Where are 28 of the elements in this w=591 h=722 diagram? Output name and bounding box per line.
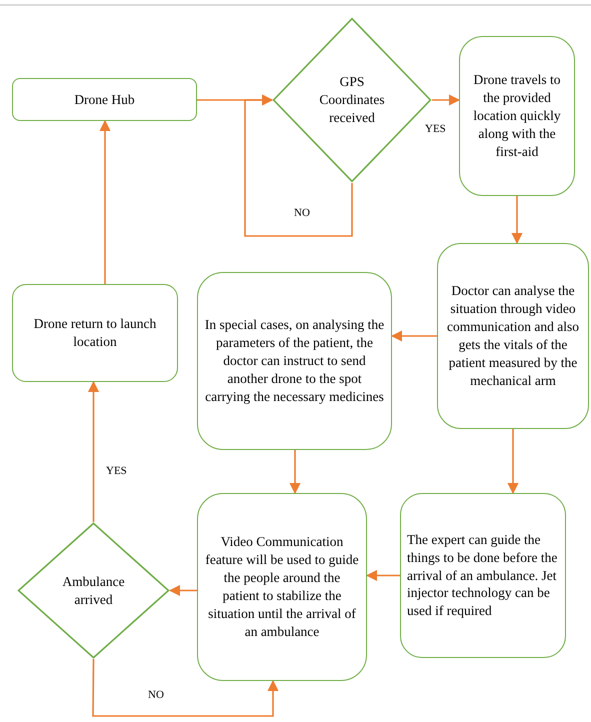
node-text: The expert can guide the things to be done before the arrival of an ambulance. Jet injector technology can be used if required (407, 530, 558, 620)
process-box (400, 493, 566, 658)
node-text: Drone Hub (74, 90, 135, 108)
node-text: GPS Coordinates received (318, 73, 386, 127)
process-box (197, 493, 367, 681)
arrow (366, 570, 400, 582)
node-text: In special cases, on analysing the parameters of the patient, the doctor can instruct to send another drone to the spot carrying the necessary medicines (204, 316, 385, 406)
process-box (12, 78, 197, 121)
process-box (459, 36, 575, 196)
process-box (12, 284, 178, 382)
arrow (511, 196, 523, 244)
decision-diamond (17, 522, 170, 659)
arrow (244, 94, 353, 237)
arrow (507, 429, 519, 494)
arrow (168, 584, 197, 596)
node-text: Ambulance arrived (61, 572, 126, 608)
node-text: Video Communication feature will be used to guide the people around the patient to stabilize the situation until the arrival of an ambulance (204, 533, 360, 641)
arrow (88, 380, 100, 522)
process-box (437, 243, 589, 429)
arrow (289, 450, 301, 494)
arrow (390, 330, 437, 342)
node-text: Drone travels to the provided location quickly along with the first-aid (472, 71, 562, 161)
arrow (99, 120, 111, 284)
node-text: Doctor can analyse the situation through video communication and also gets the vitals of the patient measured by the mechanical arm (446, 282, 580, 390)
arrow (432, 94, 460, 106)
process-box (197, 272, 392, 450)
node-text: Drone return to launch location (32, 315, 158, 351)
arrow (92, 659, 279, 717)
